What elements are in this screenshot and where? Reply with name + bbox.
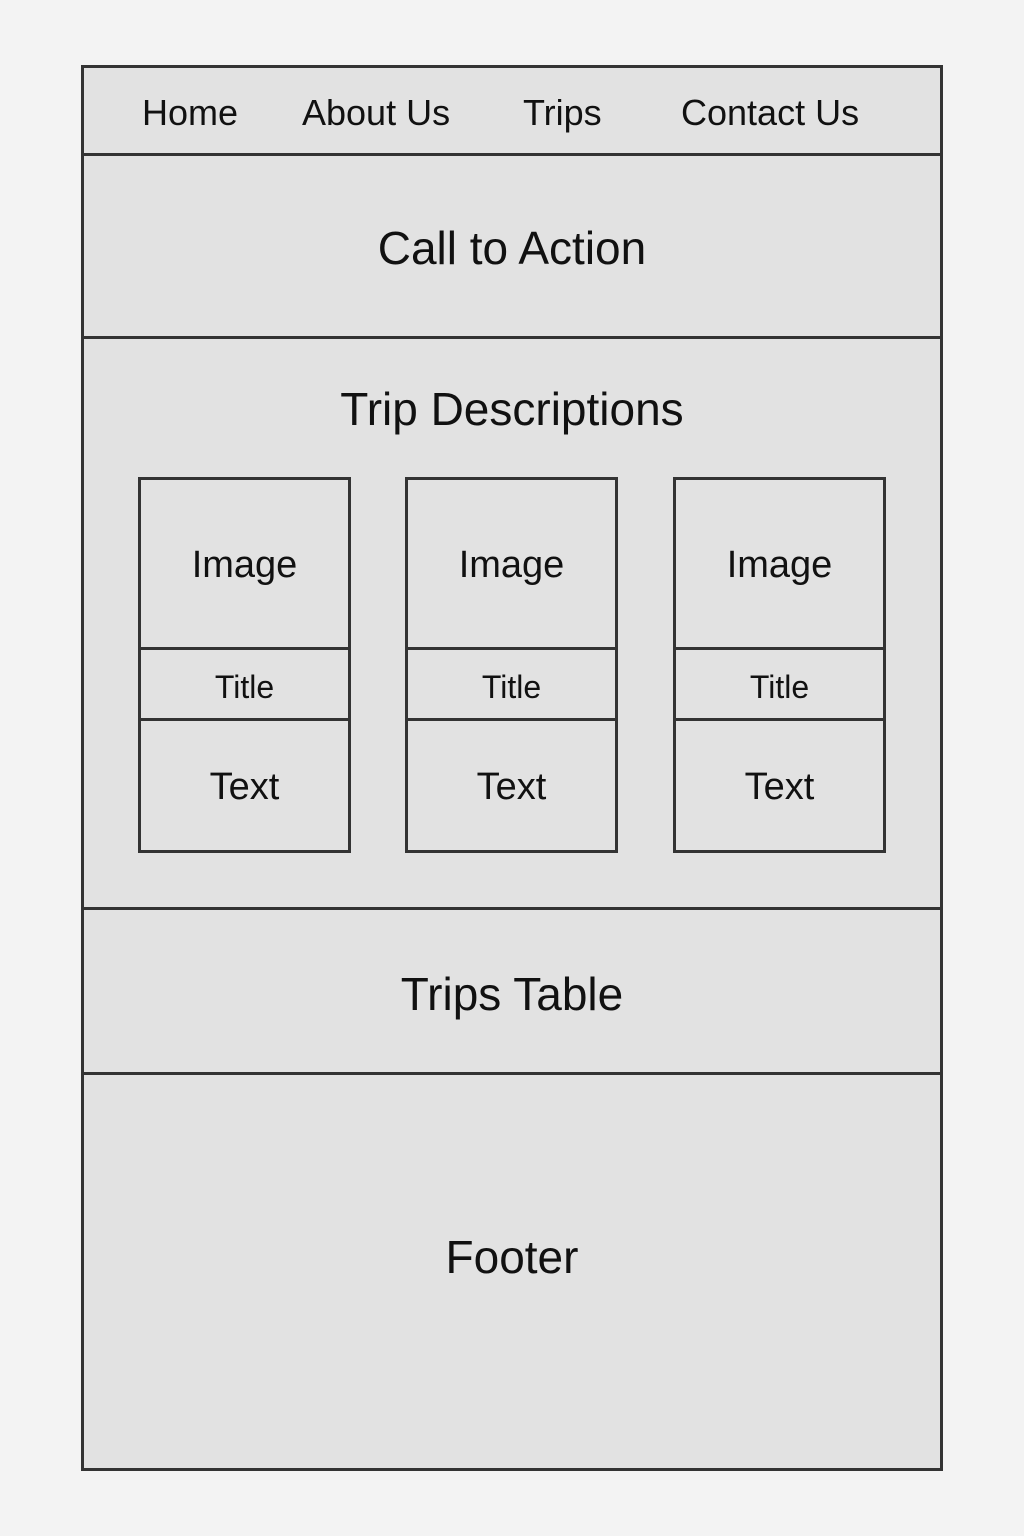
nav-item-home[interactable]: Home <box>142 92 239 133</box>
nav-item-contact-us[interactable]: Contact Us <box>681 92 860 133</box>
trip-descriptions-section: Trip Descriptions Image Title Text Image… <box>84 342 940 910</box>
trip-descriptions-heading: Trip Descriptions <box>340 383 684 435</box>
footer-section: Footer <box>84 1078 940 1468</box>
trip-card: Image Title Text <box>405 477 618 853</box>
nav-item-about-us[interactable]: About Us <box>302 92 451 133</box>
trip-card-text: Text <box>209 766 280 808</box>
trip-card-image: Image <box>141 480 348 650</box>
trip-card: Image Title Text <box>673 477 886 853</box>
trips-table-section: Trips Table <box>84 913 940 1075</box>
trip-card-image: Image <box>676 480 883 650</box>
footer-label: Footer <box>445 1231 579 1283</box>
nav-bar: Home About Us Trips Contact Us <box>84 68 940 156</box>
call-to-action-section: Call to Action <box>84 159 940 339</box>
nav-item-trips[interactable]: Trips <box>523 92 602 133</box>
trip-card-image: Image <box>408 480 615 650</box>
call-to-action-label: Call to Action <box>377 222 647 274</box>
trip-card-text: Text <box>476 766 547 808</box>
trip-card: Image Title Text <box>138 477 351 853</box>
trips-table-label: Trips Table <box>400 968 624 1020</box>
trip-card-title: Title <box>141 653 348 721</box>
trip-card-text: Text <box>744 766 815 808</box>
trip-card-title: Title <box>676 653 883 721</box>
trip-card-title: Title <box>408 653 615 721</box>
wireframe-page: Home About Us Trips Contact Us Call to A… <box>81 65 943 1471</box>
